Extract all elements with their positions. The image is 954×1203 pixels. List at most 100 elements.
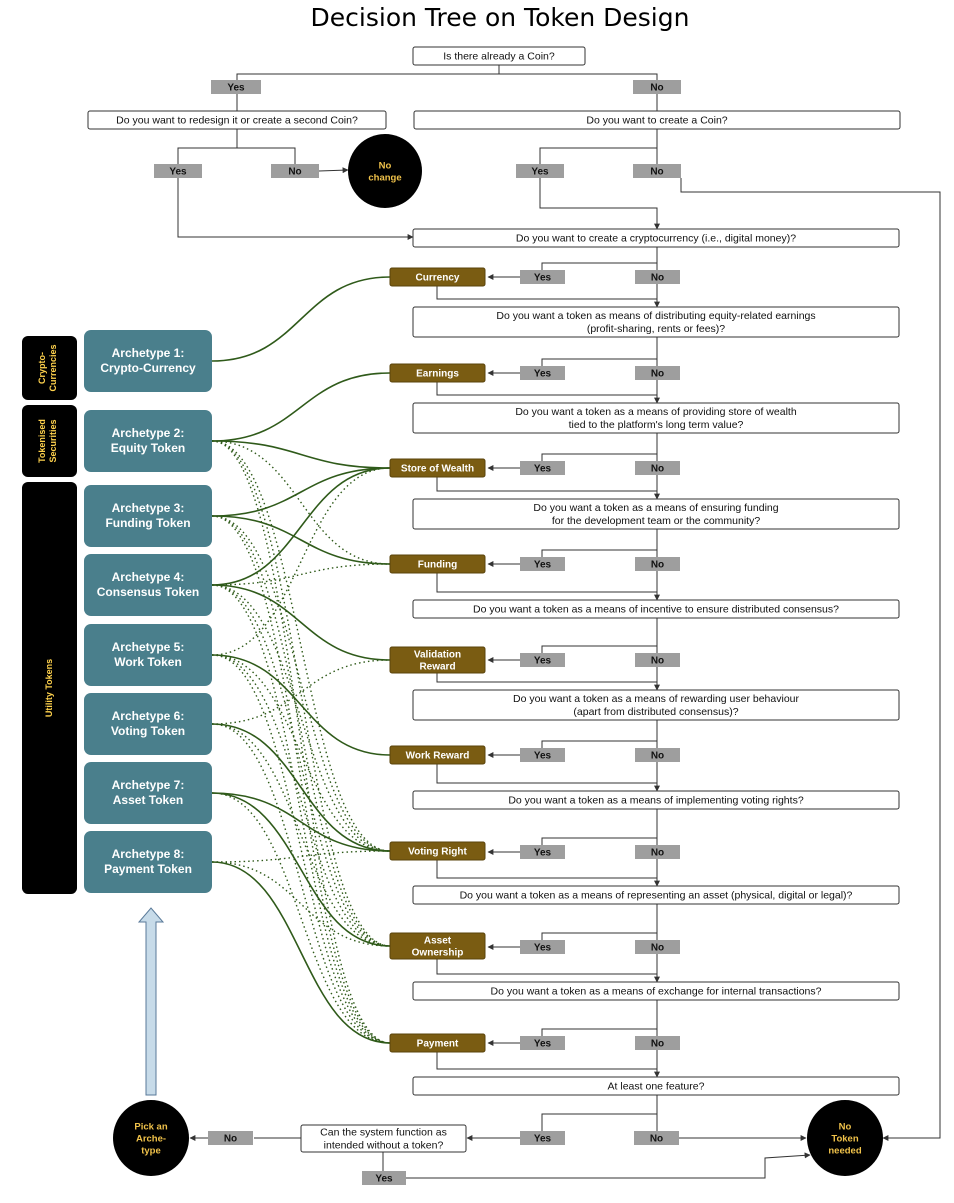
answer-no[interactable]: No xyxy=(635,653,680,667)
answer-label: No xyxy=(650,83,663,94)
answer-label: Yes xyxy=(169,167,187,178)
answer-no[interactable]: No xyxy=(635,748,680,762)
archetype-label: Archetype 5: xyxy=(112,640,185,654)
terminal-label: Token xyxy=(831,1134,858,1145)
archetype-box-3[interactable]: Archetype 3:Funding Token xyxy=(84,485,212,547)
terminal-label: type xyxy=(141,1146,161,1157)
category-crypto-currencies: Crypto- Currencies xyxy=(22,336,77,400)
archetype-label: Archetype 8: xyxy=(112,847,185,861)
terminal-label: Pick an xyxy=(134,1122,167,1133)
question-existing-coin[interactable]: Is there already a Coin? xyxy=(412,46,586,66)
archetype-feature-link xyxy=(211,515,391,947)
answer-no[interactable]: No xyxy=(633,80,681,94)
category-tokenised-securities: Tokenised Securities xyxy=(22,405,77,477)
answer-no[interactable]: No xyxy=(635,461,680,475)
question-12[interactable]: Do you want a token as a means of exchan… xyxy=(412,981,900,1001)
answer-yes[interactable]: Yes xyxy=(520,940,565,954)
answer-no[interactable]: No xyxy=(635,366,680,380)
archetype-box-4[interactable]: Archetype 4:Consensus Token xyxy=(84,554,212,616)
feature-box-3[interactable]: Funding xyxy=(389,554,486,574)
question-9[interactable]: Do you want a token as a means of reward… xyxy=(412,689,900,721)
question-text: Do you want a token as a means of ensuri… xyxy=(533,502,778,514)
feature-box-2[interactable]: Store of Wealth xyxy=(389,458,486,478)
archetype-label: Archetype 2: xyxy=(112,426,185,440)
archetype-label: Funding Token xyxy=(105,516,190,530)
question-text: Do you want a token as a means of implem… xyxy=(508,795,803,807)
archetype-label: Archetype 4: xyxy=(112,570,185,584)
feature-box-0[interactable]: Currency xyxy=(389,267,486,287)
answer-yes[interactable]: Yes xyxy=(520,461,565,475)
question-text: Do you want a token as a means of repres… xyxy=(460,890,853,902)
answer-label: Yes xyxy=(534,1134,552,1145)
feature-box-5[interactable]: Work Reward xyxy=(389,745,486,765)
answer-no[interactable]: No xyxy=(635,845,680,859)
feature-box-6[interactable]: Voting Right xyxy=(389,841,486,861)
question-text: Do you want a token as means of distribu… xyxy=(496,310,815,322)
answer-yes[interactable]: Yes xyxy=(520,557,565,571)
archetype-feature-link xyxy=(211,276,391,362)
feature-box-1[interactable]: Earnings xyxy=(389,363,486,383)
diagram-title: Decision Tree on Token Design xyxy=(311,3,690,32)
answer-yes[interactable]: Yes xyxy=(154,164,202,178)
question-8[interactable]: Do you want a token as a means of incent… xyxy=(412,599,900,619)
answer-label: No xyxy=(650,167,663,178)
question-11[interactable]: Do you want a token as a means of repres… xyxy=(412,885,900,905)
answer-no[interactable]: No xyxy=(271,164,319,178)
answer-yes[interactable]: Yes xyxy=(520,653,565,667)
answer-label: Yes xyxy=(534,848,552,859)
answer-no[interactable]: No xyxy=(635,1036,680,1050)
category-utility-tokens: Utility Tokens xyxy=(22,482,77,894)
answer-label: No xyxy=(651,656,664,667)
answer-label: Yes xyxy=(534,560,552,571)
terminal-label: needed xyxy=(828,1146,861,1157)
question-text: Do you want a token as a means of incent… xyxy=(473,604,839,616)
answer-no[interactable]: No xyxy=(633,164,681,178)
answer-no[interactable]: No xyxy=(635,557,680,571)
archetype-label: Archetype 1: xyxy=(112,346,185,360)
archetype-box-6[interactable]: Archetype 6:Voting Token xyxy=(84,693,212,755)
archetype-label: Crypto-Currency xyxy=(100,361,196,375)
answer-no[interactable]: No xyxy=(635,940,680,954)
category-label-line1: Tokenised xyxy=(37,419,47,463)
feature-box-8[interactable]: Payment xyxy=(389,1033,486,1053)
answer-yes[interactable]: Yes xyxy=(520,366,565,380)
answer-yes[interactable]: Yes xyxy=(520,1131,565,1145)
answer-yes[interactable]: Yes xyxy=(520,270,565,284)
archetype-feature-link xyxy=(211,654,391,852)
archetype-box-7[interactable]: Archetype 7:Asset Token xyxy=(84,762,212,824)
question-create-coin[interactable]: Do you want to create a Coin? xyxy=(413,110,901,130)
answer-yes[interactable]: Yes xyxy=(520,748,565,762)
archetype-box-2[interactable]: Archetype 2:Equity Token xyxy=(84,410,212,472)
question-6[interactable]: Do you want a token as a means of provid… xyxy=(412,402,900,434)
answer-label: Yes xyxy=(531,167,549,178)
archetype-feature-link xyxy=(211,440,391,1044)
archetype-box-1[interactable]: Archetype 1:Crypto-Currency xyxy=(84,330,212,392)
answer-yes[interactable]: Yes xyxy=(520,1036,565,1050)
answer-yes[interactable]: Yes xyxy=(516,164,564,178)
feature-label: Reward xyxy=(419,662,455,673)
archetype-feature-link xyxy=(211,440,391,852)
answer-no[interactable]: No xyxy=(208,1131,253,1145)
question-5[interactable]: Do you want a token as means of distribu… xyxy=(412,306,900,338)
feature-label: Currency xyxy=(416,273,460,284)
question-10[interactable]: Do you want a token as a means of implem… xyxy=(412,790,900,810)
archetype-label: Archetype 6: xyxy=(112,709,185,723)
archetype-feature-link xyxy=(211,850,391,863)
archetype-feature-link xyxy=(211,654,391,756)
question-13[interactable]: At least one feature? xyxy=(412,1076,900,1096)
question-7[interactable]: Do you want a token as a means of ensuri… xyxy=(412,498,900,530)
question-4[interactable]: Do you want to create a cryptocurrency (… xyxy=(412,228,900,248)
archetype-box-8[interactable]: Archetype 8:Payment Token xyxy=(84,831,212,893)
answer-no[interactable]: No xyxy=(635,270,680,284)
answer-yes[interactable]: Yes xyxy=(520,845,565,859)
answer-yes[interactable]: Yes xyxy=(362,1171,406,1185)
archetype-box-5[interactable]: Archetype 5:Work Token xyxy=(84,624,212,686)
question-redesign-coin[interactable]: Do you want to redesign it or create a s… xyxy=(87,110,387,130)
answer-yes[interactable]: Yes xyxy=(211,80,261,94)
answer-no[interactable]: No xyxy=(634,1131,679,1145)
archetype-feature-link xyxy=(211,467,391,656)
